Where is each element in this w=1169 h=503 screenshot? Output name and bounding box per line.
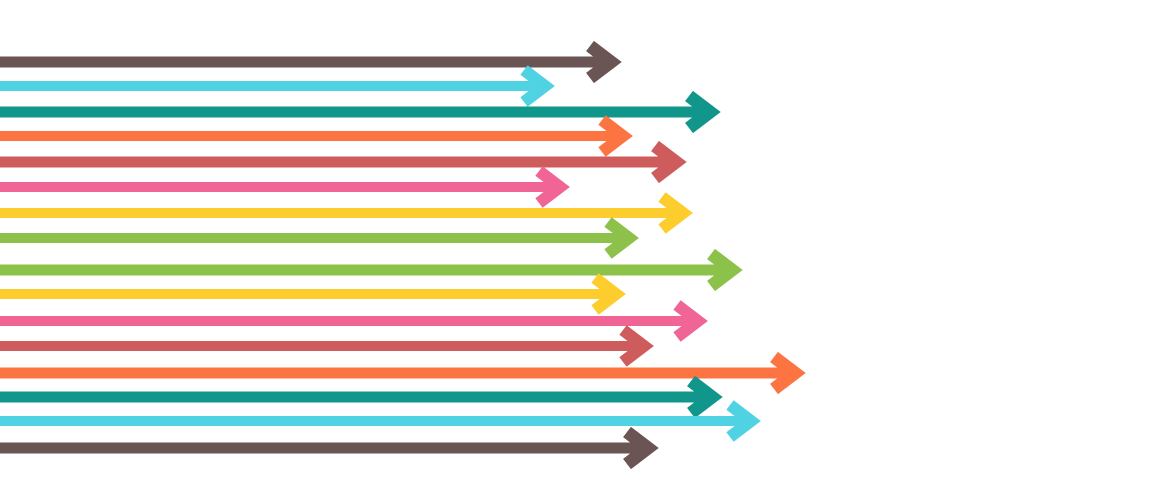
arrow-shaft <box>0 316 689 326</box>
arrow-shaft <box>0 341 635 351</box>
arrow-16 <box>0 426 659 470</box>
arrow-shaft <box>0 264 723 276</box>
arrow-shaft <box>0 416 742 426</box>
arrow-7 <box>0 192 693 234</box>
arrow-head <box>591 273 626 315</box>
arrow-9 <box>0 248 743 292</box>
arrow-14 <box>0 375 723 419</box>
arrow-head <box>535 166 570 208</box>
arrow-8 <box>0 217 639 259</box>
arrow-15 <box>0 400 761 442</box>
arrow-shaft <box>0 182 551 192</box>
arrow-head <box>619 325 654 367</box>
arrow-6 <box>0 166 570 208</box>
arrow-head <box>673 300 708 342</box>
arrow-head <box>623 426 659 470</box>
arrow-13 <box>0 351 806 395</box>
arrow-2 <box>0 65 555 107</box>
arrow-head <box>707 248 743 292</box>
arrow-shaft <box>0 367 786 379</box>
arrow-head <box>598 115 633 157</box>
arrow-shaft <box>0 56 602 68</box>
arrow-11 <box>0 300 708 342</box>
arrow-shaft <box>0 156 667 168</box>
arrow-shaft <box>0 233 620 243</box>
arrow-3 <box>0 90 721 134</box>
arrow-shaft <box>0 442 639 454</box>
arrow-head <box>685 90 721 134</box>
arrow-head <box>604 217 639 259</box>
arrow-shaft <box>0 81 536 91</box>
arrow-head <box>687 375 723 419</box>
arrow-head <box>726 400 761 442</box>
arrow-5 <box>0 140 687 184</box>
arrow-12 <box>0 325 654 367</box>
arrow-shaft <box>0 131 614 141</box>
arrow-head <box>586 40 622 84</box>
arrow-head <box>658 192 693 234</box>
arrow-shaft <box>0 106 701 118</box>
arrow-head <box>651 140 687 184</box>
arrow-head <box>520 65 555 107</box>
arrow-group <box>0 40 806 470</box>
arrow-shaft <box>0 208 674 218</box>
arrow-10 <box>0 273 626 315</box>
arrow-shaft <box>0 289 607 299</box>
arrow-shaft <box>0 391 703 403</box>
arrow-1 <box>0 40 622 84</box>
arrow-head <box>770 351 806 395</box>
arrow-4 <box>0 115 633 157</box>
